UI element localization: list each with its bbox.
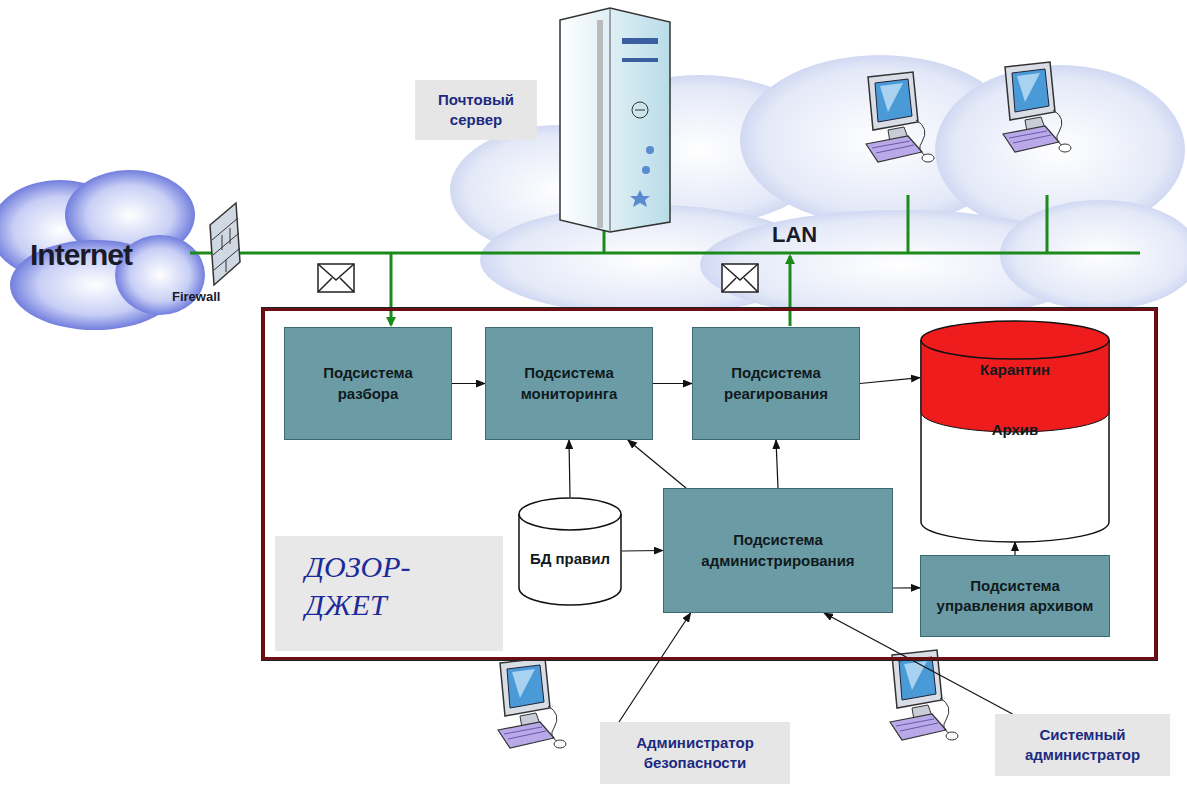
computer-icon — [1003, 62, 1071, 152]
internet-cloud — [0, 170, 205, 330]
database-cylinder: БД правил — [518, 497, 622, 605]
node-text: Почтовый сервер — [423, 90, 529, 131]
device-label: Firewall — [172, 289, 220, 304]
server-icon — [560, 8, 670, 232]
system-frame: ДОЗОР- ДЖЕТПодсистема разбораПодсистема … — [262, 308, 1157, 660]
flow-arrow — [776, 440, 778, 488]
flow-arrow — [452, 383, 485, 384]
label-box: Администратор безопасности — [600, 722, 790, 784]
label-box: Системный администратор — [995, 714, 1170, 776]
computer-icon — [866, 72, 934, 162]
frame-ground — [262, 308, 1157, 660]
computer-icon — [890, 650, 958, 740]
label-box: Почтовый сервер — [415, 80, 537, 140]
flow-arrow — [860, 378, 920, 384]
flow-arrow — [628, 440, 686, 488]
product-logo: ДОЗОР- ДЖЕТ — [275, 536, 503, 651]
computer-icon — [498, 658, 566, 748]
network-label: LAN — [772, 222, 817, 248]
envelope-icon — [318, 264, 758, 292]
process-box: Подсистема администрирования — [663, 488, 893, 613]
process-box: Подсистема мониторинга — [485, 327, 653, 440]
node-text: Администратор безопасности — [608, 733, 782, 774]
process-box: Подсистема разбора — [284, 327, 452, 440]
flow-arrow — [619, 613, 691, 722]
node-text: Архив — [992, 420, 1039, 440]
flow-arrow — [893, 587, 920, 588]
flow-arrow — [622, 550, 663, 552]
network-label: Internet — [30, 238, 132, 272]
node-text: Подсистема реагирования — [701, 363, 851, 404]
archive-cylinder: КарантинАрхив — [920, 320, 1110, 542]
node-text: Подсистема управления архивом — [929, 576, 1101, 617]
flow-arrow — [569, 440, 570, 497]
node-text: Подсистема администрирования — [672, 530, 884, 571]
process-box: Подсистема реагирования — [692, 327, 860, 440]
flow-arrow — [653, 383, 692, 384]
firewall-icon — [210, 203, 240, 285]
quarantine-label: Карантин — [980, 360, 1050, 380]
node-text: Системный администратор — [1003, 725, 1162, 766]
node-text: Подсистема мониторинга — [494, 363, 644, 404]
node-text: Подсистема разбора — [293, 363, 443, 404]
flow-arrow — [1014, 542, 1015, 555]
node-text: БД правил — [530, 549, 610, 569]
process-box: Подсистема управления архивом — [920, 555, 1110, 637]
